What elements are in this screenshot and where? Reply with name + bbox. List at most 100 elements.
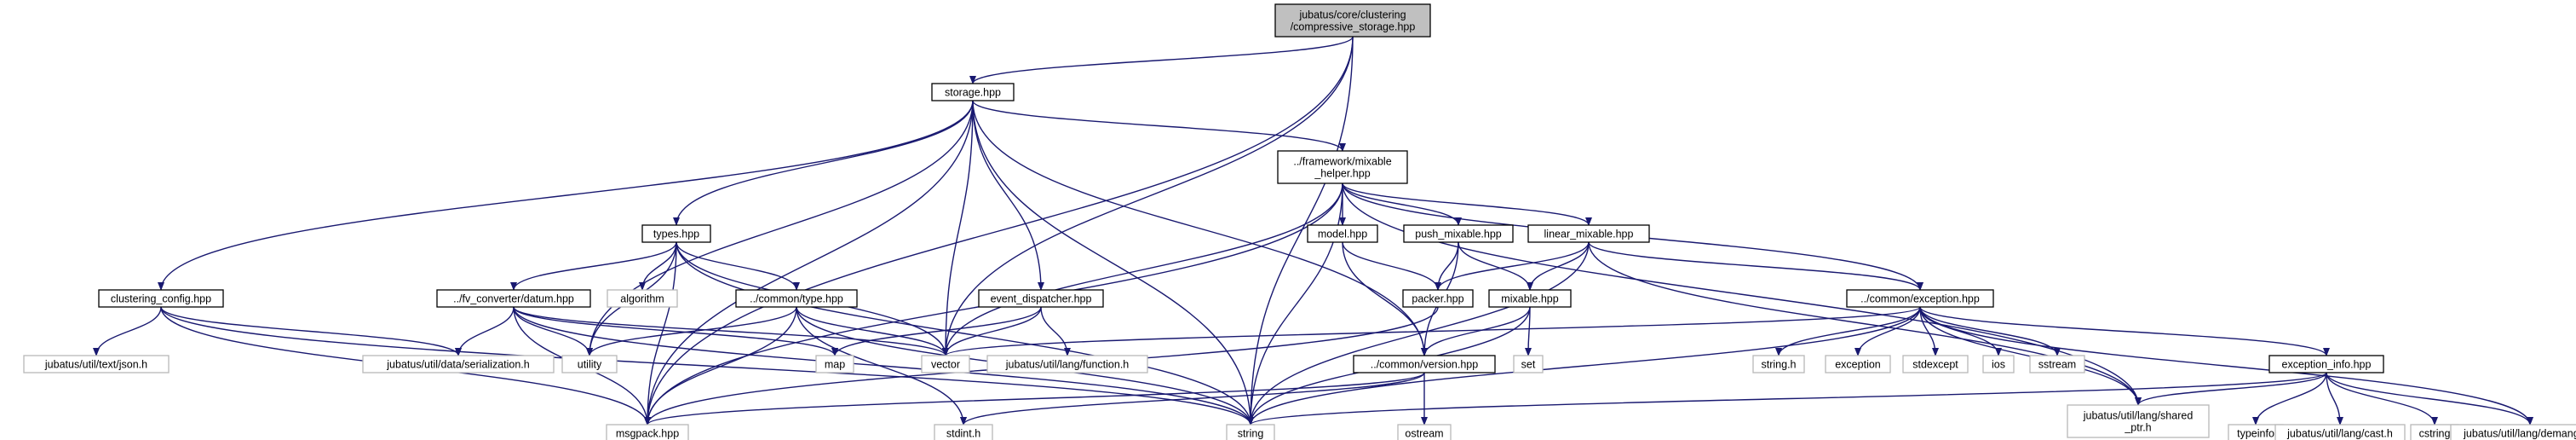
edge-types-to-commontype	[676, 241, 800, 291]
node-mixhelper[interactable]: ../framework/mixable_helper.hpp	[1277, 150, 1408, 184]
node-ios-box	[1982, 355, 2015, 373]
edge-excinfo-to-cstring	[2326, 372, 2438, 426]
node-version-label: ../common/version.hpp	[1371, 359, 1478, 371]
node-set-box	[1513, 355, 1544, 373]
edge-version-to-stdint	[960, 372, 1425, 426]
node-exc-label: exception	[1835, 359, 1881, 371]
node-pushmix[interactable]: push_mixable.hpp	[1403, 224, 1514, 243]
edge-root-to-storage	[969, 36, 1354, 84]
node-cstring-label: cstring	[2419, 428, 2451, 440]
edge-storage-to-types	[673, 100, 974, 226]
node-datum-box	[436, 289, 591, 308]
node-serialization: jubatus/util/data/serialization.h	[362, 355, 555, 373]
edge-mixhelper-to-linearmix	[1342, 182, 1592, 226]
node-commontype[interactable]: ../common/type.hpp	[735, 289, 858, 308]
node-linearmix[interactable]: linear_mixable.hpp	[1527, 224, 1650, 243]
node-model[interactable]: model.hpp	[1307, 224, 1378, 243]
node-types[interactable]: types.hpp	[641, 224, 711, 243]
node-clconfig[interactable]: clustering_config.hpp	[98, 289, 224, 308]
edge-storage-to-utility	[586, 100, 974, 356]
node-ostream-label: ostream	[1405, 428, 1443, 440]
node-sharedptr-label: jubatus/util/lang/shared	[2083, 410, 2194, 422]
node-mixable[interactable]: mixable.hpp	[1488, 289, 1572, 308]
edge-types-to-msgpack	[644, 241, 677, 426]
node-model-label: model.hpp	[1318, 229, 1367, 240]
edge-storage-to-vector	[942, 100, 974, 356]
node-model-box	[1307, 224, 1378, 243]
node-root[interactable]: jubatus/core/clustering/compressive_stor…	[1274, 3, 1431, 38]
edge-eventdisp-to-map	[831, 306, 1042, 356]
edge-exception-to-sharedptr	[1919, 306, 2142, 406]
node-demangle: jubatus/util/lang/demangle.h	[2450, 424, 2576, 440]
edge-exception-to-stringh	[1775, 306, 1921, 356]
dependency-edges	[93, 36, 2533, 426]
edge-mixhelper-to-pushmix	[1342, 182, 1462, 226]
node-eventdisp[interactable]: event_dispatcher.hpp	[978, 289, 1104, 308]
edge-commontype-to-utility	[586, 306, 797, 356]
edge-eventdisp-to-function	[1040, 306, 1071, 356]
node-cast-label: jubatus/util/lang/cast.h	[2286, 428, 2393, 440]
node-packer[interactable]: packer.hpp	[1402, 289, 1474, 308]
edge-linearmix-to-exception	[1588, 241, 1923, 291]
edge-excinfo-to-string	[1247, 372, 2327, 426]
edge-root-to-string	[1247, 36, 1354, 426]
edge-clconfig-to-json	[93, 306, 162, 356]
node-string-label: string	[1238, 428, 1264, 440]
edge-linearmix-to-packer	[1435, 241, 1590, 291]
edge-storage-to-string	[972, 100, 1254, 426]
edge-exception-to-excinfo	[1919, 306, 2330, 356]
node-map-box	[815, 355, 854, 373]
node-typeinfo-label: typeinfo	[2237, 428, 2274, 440]
edge-exception-to-demangle	[1919, 306, 2533, 426]
node-linearmix-label: linear_mixable.hpp	[1544, 229, 1634, 240]
node-serialization-box	[362, 355, 555, 373]
node-version[interactable]: ../common/version.hpp	[1353, 355, 1496, 373]
node-linearmix-box	[1527, 224, 1650, 243]
node-pushmix-label: push_mixable.hpp	[1415, 229, 1502, 240]
node-root-label: jubatus/core/clustering	[1298, 9, 1406, 21]
node-msgpack: msgpack.hpp	[606, 424, 689, 440]
node-stdexcept-label: stdexcept	[1912, 359, 1958, 371]
node-cast: jubatus/util/lang/cast.h	[2274, 424, 2406, 440]
node-function-box	[986, 355, 1148, 373]
edge-mixable-to-version	[1421, 306, 1531, 356]
edge-root-to-vector	[942, 36, 1354, 356]
node-ios-label: ios	[1992, 359, 2005, 371]
edge-datum-to-vector	[513, 306, 949, 356]
edge-version-to-msgpack	[644, 372, 1425, 426]
node-function-label: jubatus/util/lang/function.h	[1005, 359, 1130, 371]
node-set-label: set	[1521, 359, 1536, 371]
dependency-nodes: jubatus/core/clustering/compressive_stor…	[23, 3, 2576, 440]
node-datum[interactable]: ../fv_converter/datum.hpp	[436, 289, 591, 308]
node-packer-label: packer.hpp	[1412, 293, 1463, 305]
node-exception-box	[1846, 289, 1994, 308]
edge-exception-to-exc	[1854, 306, 1921, 356]
node-excinfo-box	[2268, 355, 2384, 373]
node-set: set	[1513, 355, 1544, 373]
node-utility: utility	[561, 355, 618, 373]
node-commontype-box	[735, 289, 858, 308]
node-exc-box	[1825, 355, 1891, 373]
node-vector-box	[921, 355, 970, 373]
node-stringh-label: string.h	[1762, 359, 1797, 371]
edge-excinfo-to-typeinfo	[2252, 372, 2327, 426]
node-storage[interactable]: storage.hpp	[931, 83, 1015, 101]
node-root-box	[1274, 3, 1431, 38]
edge-datum-to-serialization	[455, 306, 515, 356]
node-stringh-box	[1752, 355, 1805, 373]
node-json-label: jubatus/util/text/json.h	[44, 359, 147, 371]
edge-storage-to-mixhelper	[972, 100, 1346, 152]
node-sstream-box	[2029, 355, 2085, 373]
node-stdint-label: stdint.h	[946, 428, 980, 440]
node-stdint: stdint.h	[934, 424, 993, 440]
edge-storage-to-clconfig	[158, 100, 974, 291]
node-excinfo[interactable]: exception_info.hpp	[2268, 355, 2384, 373]
edge-clconfig-to-serialization	[160, 306, 462, 356]
node-exception[interactable]: ../common/exception.hpp	[1846, 289, 1994, 308]
node-stdexcept-box	[1902, 355, 1969, 373]
edge-model-to-version	[1342, 241, 1428, 356]
edge-datum-to-string	[513, 306, 1254, 426]
node-clconfig-label: clustering_config.hpp	[111, 293, 211, 305]
node-storage-box	[931, 83, 1015, 101]
